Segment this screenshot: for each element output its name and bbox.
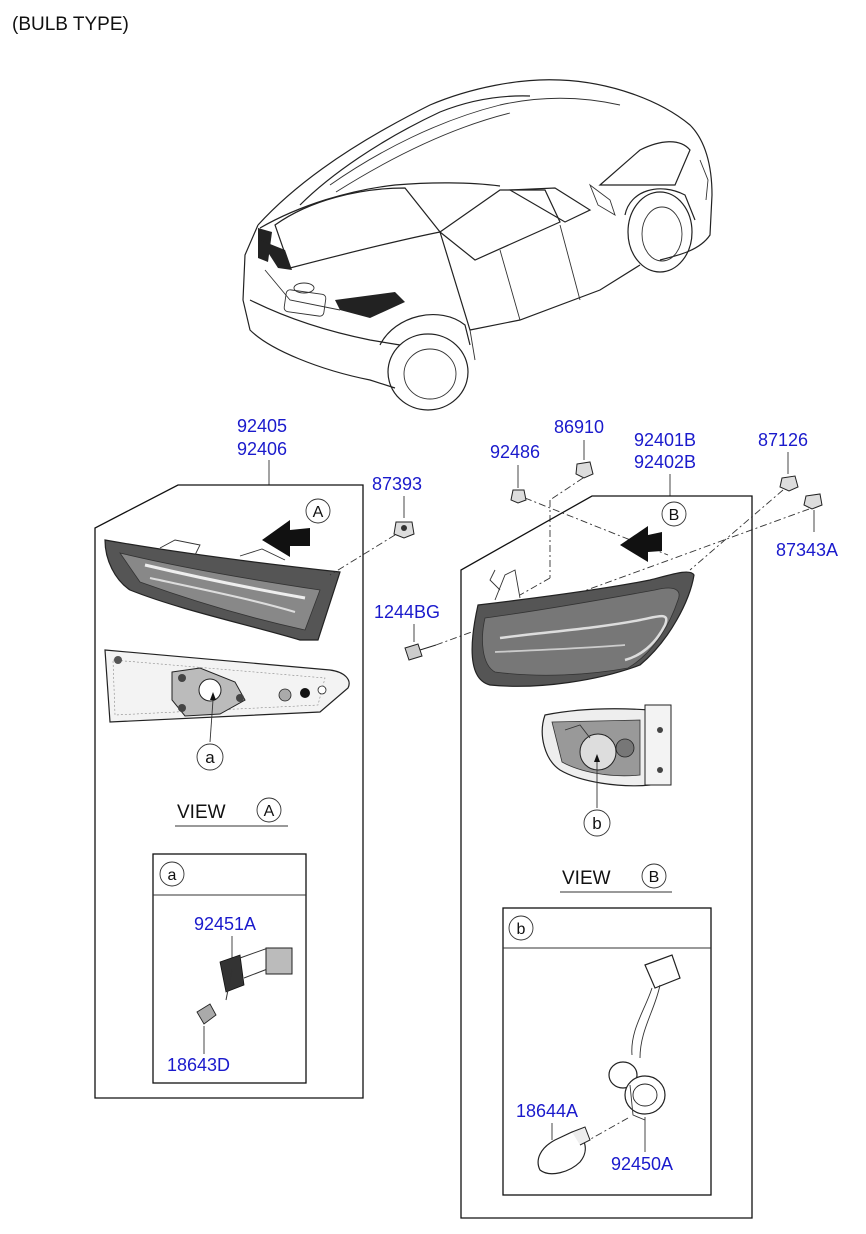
part-label-92406[interactable]: 92406 [237,439,287,459]
clip-87126-icon [779,475,799,492]
lamp-rear-view-b [541,704,672,787]
outer-tail-lamp-b [471,569,695,687]
detail-box-b [502,907,712,1196]
view-a-caption: VIEW [177,802,226,823]
part-label-18644A[interactable]: 18644A [516,1101,578,1121]
part-label-92401B[interactable]: 92401B [634,430,696,450]
group-frame-left [94,484,364,1099]
detail-box-a [152,853,307,1084]
bulb-18644A-icon [537,1126,591,1175]
part-label-92402B[interactable]: 92402B [634,452,696,472]
view-b-marker-label: B [669,507,680,524]
inner-tail-lamp-a [104,539,341,641]
socket-92451A-icon [219,947,293,1001]
part-label-87393[interactable]: 87393 [372,474,422,494]
callout-a-label: a [205,748,215,767]
view-arrow-a [262,520,310,557]
view-a-marker-label: A [313,504,324,521]
part-label-18643D[interactable]: 18643D [167,1055,230,1075]
vehicle-illustration [242,79,713,411]
view-b-caption: VIEW [562,868,611,889]
part-label-92486[interactable]: 92486 [490,442,540,462]
part-label-86910[interactable]: 86910 [554,417,604,437]
part-label-1244BG[interactable]: 1244BG [374,602,440,622]
callout-b-label: b [592,814,601,833]
view-a-caption-letter: A [264,803,275,820]
group-frame-right [460,495,753,1219]
diagram-title: (BULB TYPE) [12,14,129,35]
bolt-1244BG-icon [404,643,437,661]
detail-a-label: a [168,867,177,884]
bulb-18643D-icon [196,1003,217,1025]
view-arrow-b [620,526,662,562]
lamp-rear-view-a [104,649,350,723]
clip-87343A-icon [803,493,823,510]
detail-b-label: b [517,921,526,938]
part-label-92451A[interactable]: 92451A [194,914,256,934]
nut-86910-icon [575,461,594,479]
view-b-caption-letter: B [649,869,660,886]
part-label-87343A[interactable]: 87343A [776,540,838,560]
part-label-87126[interactable]: 87126 [758,430,808,450]
socket-92450A-icon [608,954,681,1121]
clip-92486-icon [510,489,527,504]
part-label-92450A[interactable]: 92450A [611,1154,673,1174]
part-label-92405[interactable]: 92405 [237,416,287,436]
